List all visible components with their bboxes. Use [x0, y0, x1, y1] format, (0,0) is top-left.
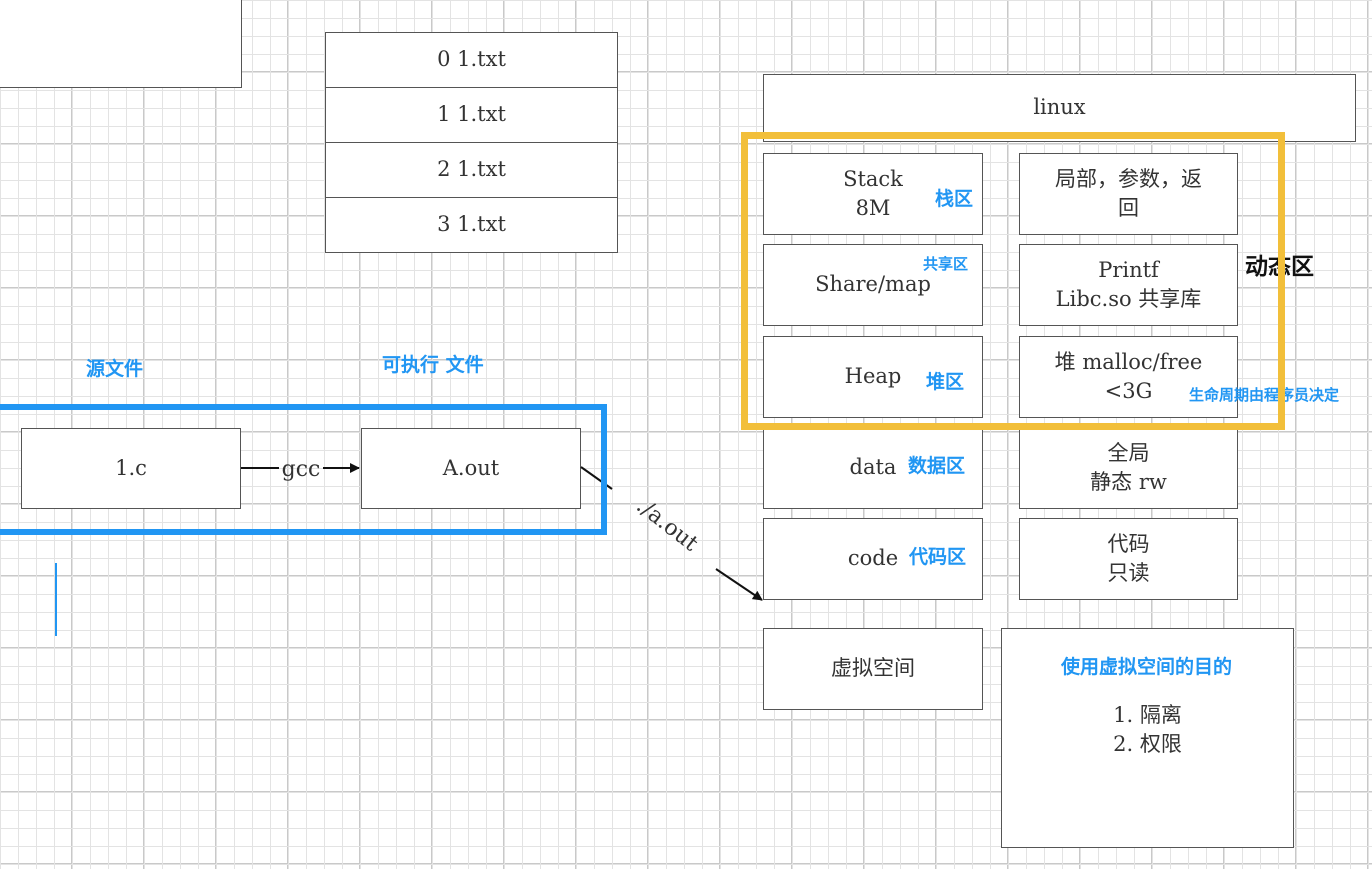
virtual-purpose-box: 1. 隔离 2. 权限 [1001, 628, 1294, 848]
code-box: code [763, 518, 983, 600]
text-cursor-marker [55, 563, 57, 636]
data-desc-line1: 全局 [1107, 440, 1150, 465]
share-desc-box: Printf Libc.so 共享库 [1019, 244, 1238, 326]
gcc-edge-label: gcc [282, 457, 321, 482]
source-file-name: 1.c [115, 455, 147, 480]
run-edge-label: ./a.out [631, 493, 702, 556]
lifecycle-note: 生命周期由程序员决定 [1189, 386, 1340, 404]
share-desc-line2: Libc.so 共享库 [1055, 287, 1202, 311]
code-desc-line1: 代码 [1107, 531, 1150, 556]
executable-caption: 可执行 文件 [382, 354, 484, 376]
share-label: Share/map [815, 272, 931, 297]
file-table-row-1: 1 1.txt [325, 87, 618, 143]
heap-desc-line2: <3G [1104, 379, 1153, 403]
code-desc-line2: 只读 [1107, 561, 1150, 585]
code-desc-box: 代码 只读 [1019, 518, 1238, 600]
code-region-tag: 代码区 [909, 546, 967, 568]
linux-kernel-box: linux [763, 74, 1356, 142]
data-desc-box: 全局 静态 rw [1019, 427, 1238, 509]
stack-desc-box: 局部，参数，返 回 [1019, 153, 1238, 235]
executable-name: A.out [442, 455, 500, 480]
file-table-row-2-text: 2 1.txt [437, 157, 506, 182]
heap-desc-line1: 堆 malloc/free [1054, 349, 1203, 374]
file-table-row-3-text: 3 1.txt [437, 212, 506, 237]
stack-label: Stack [843, 166, 903, 191]
stack-desc-line2: 回 [1118, 196, 1139, 220]
data-label: data [849, 455, 897, 480]
purpose-item-2: 2. 权限 [1113, 732, 1182, 757]
stack-region-tag: 栈区 [935, 188, 974, 210]
share-region-tag: 共享区 [923, 255, 969, 273]
heap-box: Heap [763, 336, 983, 418]
file-table-row-0-text: 0 1.txt [437, 47, 506, 72]
top-left-partial-box [0, 0, 242, 88]
virtual-space-label: 虚拟空间 [831, 656, 915, 681]
code-label: code [847, 546, 899, 571]
file-table-row-3: 3 1.txt [325, 197, 618, 253]
heap-label: Heap [844, 364, 902, 389]
virtual-space-box: 虚拟空间 [763, 628, 983, 710]
share-desc-line1: Printf [1098, 257, 1159, 282]
run-edge-arrow [715, 568, 763, 601]
source-file-caption: 源文件 [86, 358, 144, 380]
heap-desc-box: 堆 malloc/free <3G [1019, 336, 1238, 418]
source-file-box: 1.c [21, 428, 241, 509]
data-region-tag: 数据区 [908, 455, 966, 477]
compile-highlight-frame [0, 404, 607, 535]
stack-size: 8M [855, 196, 891, 220]
dynamic-region-highlight-frame [741, 132, 1285, 430]
file-table-row-0: 0 1.txt [325, 32, 618, 88]
share-box: Share/map [763, 244, 983, 326]
file-table-row-1-text: 1 1.txt [437, 102, 506, 127]
stack-box: Stack 8M [763, 153, 983, 235]
virtual-purpose-title: 使用虚拟空间的目的 [1061, 656, 1233, 678]
data-desc-line2: 静态 rw [1090, 470, 1167, 494]
heap-region-tag: 堆区 [926, 371, 965, 393]
stack-desc-line1: 局部，参数，返 [1055, 166, 1202, 191]
linux-label: linux [1033, 95, 1086, 120]
purpose-item-1: 1. 隔离 [1113, 703, 1182, 727]
executable-box: A.out [361, 428, 581, 509]
file-table-row-2: 2 1.txt [325, 142, 618, 198]
